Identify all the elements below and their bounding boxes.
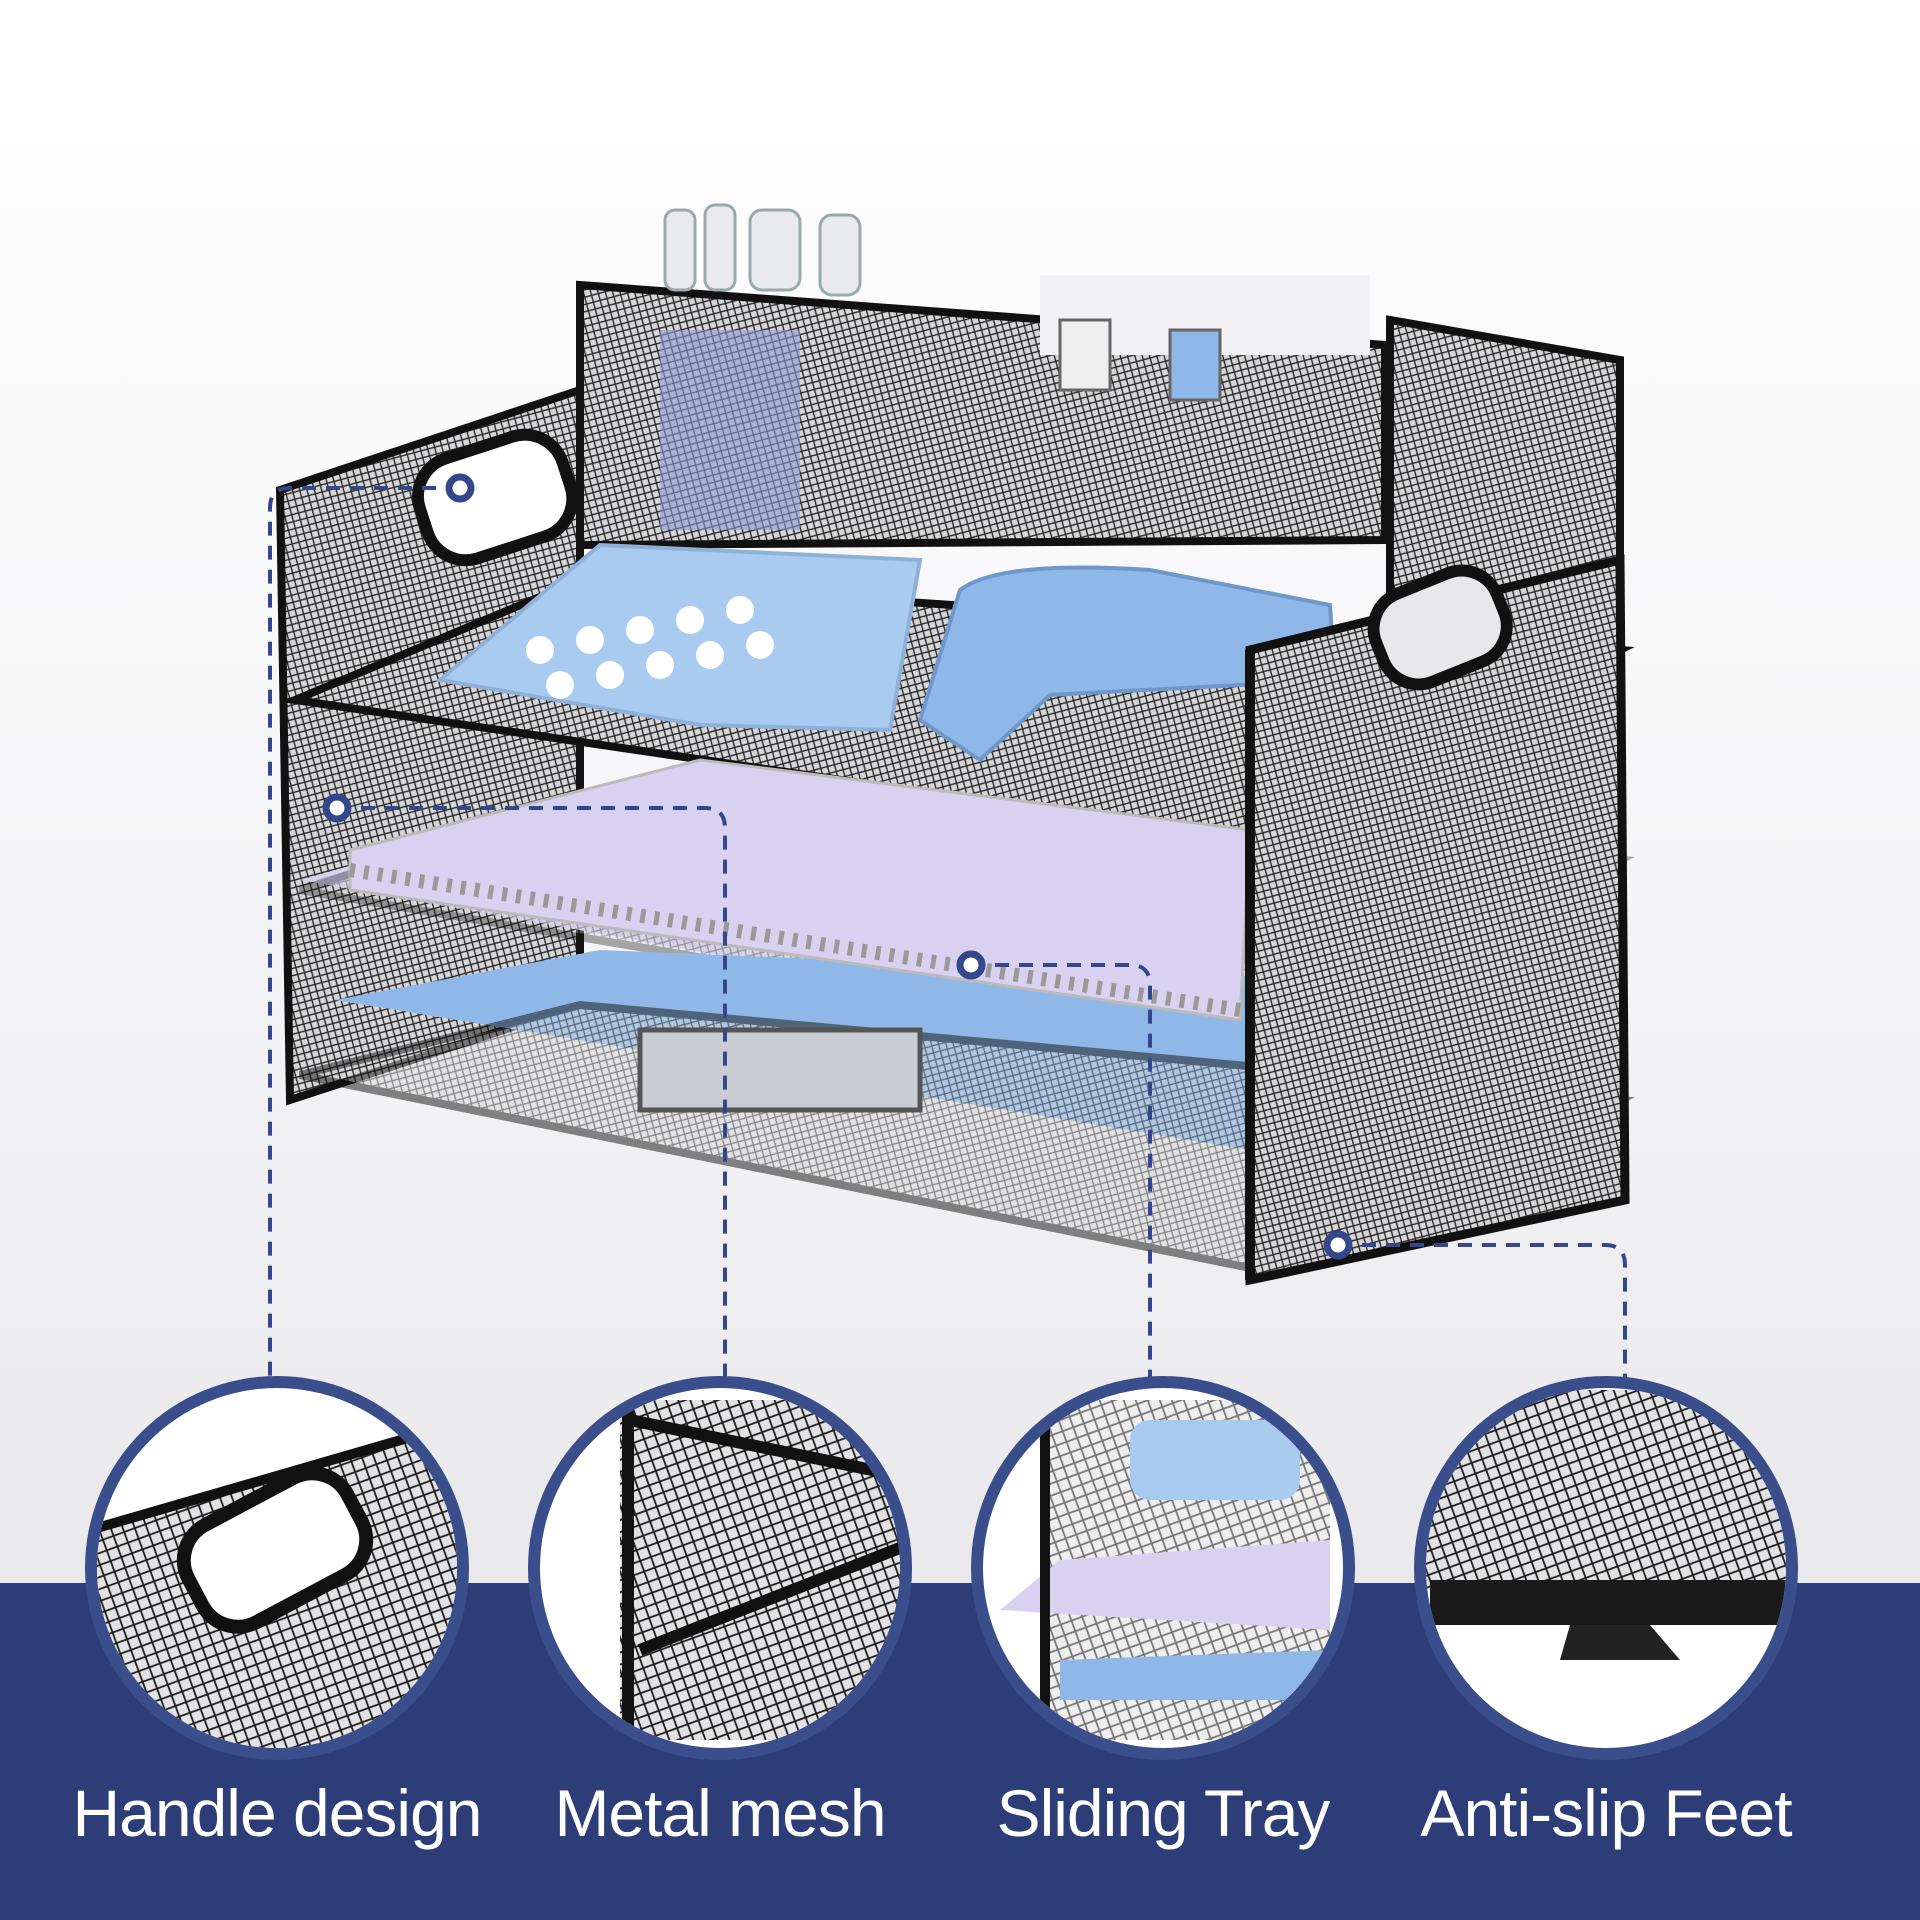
feature-label-handle-design: Handle design bbox=[72, 1776, 483, 1850]
feature-label-anti-slip-feet: Anti-slip Feet bbox=[1420, 1776, 1792, 1850]
tray-detail-circle bbox=[971, 1376, 1355, 1760]
binder-clips bbox=[1058, 318, 1222, 402]
desk-organizer bbox=[275, 203, 1635, 1286]
push-pins bbox=[663, 203, 862, 297]
callout-lines bbox=[268, 486, 1627, 1380]
right-handle bbox=[1367, 564, 1513, 691]
feet-detail-circle bbox=[1414, 1376, 1798, 1760]
left-handle bbox=[412, 428, 579, 567]
mesh-detail-circle bbox=[528, 1376, 912, 1760]
notebook-spiral bbox=[348, 863, 1242, 1017]
stapler bbox=[917, 565, 1338, 763]
handle-detail-circle bbox=[85, 1376, 469, 1760]
feature-label-metal-mesh: Metal mesh bbox=[554, 1776, 886, 1850]
callout-dots bbox=[322, 473, 1353, 1260]
feature-label-sliding-tray: Sliding Tray bbox=[996, 1776, 1331, 1850]
